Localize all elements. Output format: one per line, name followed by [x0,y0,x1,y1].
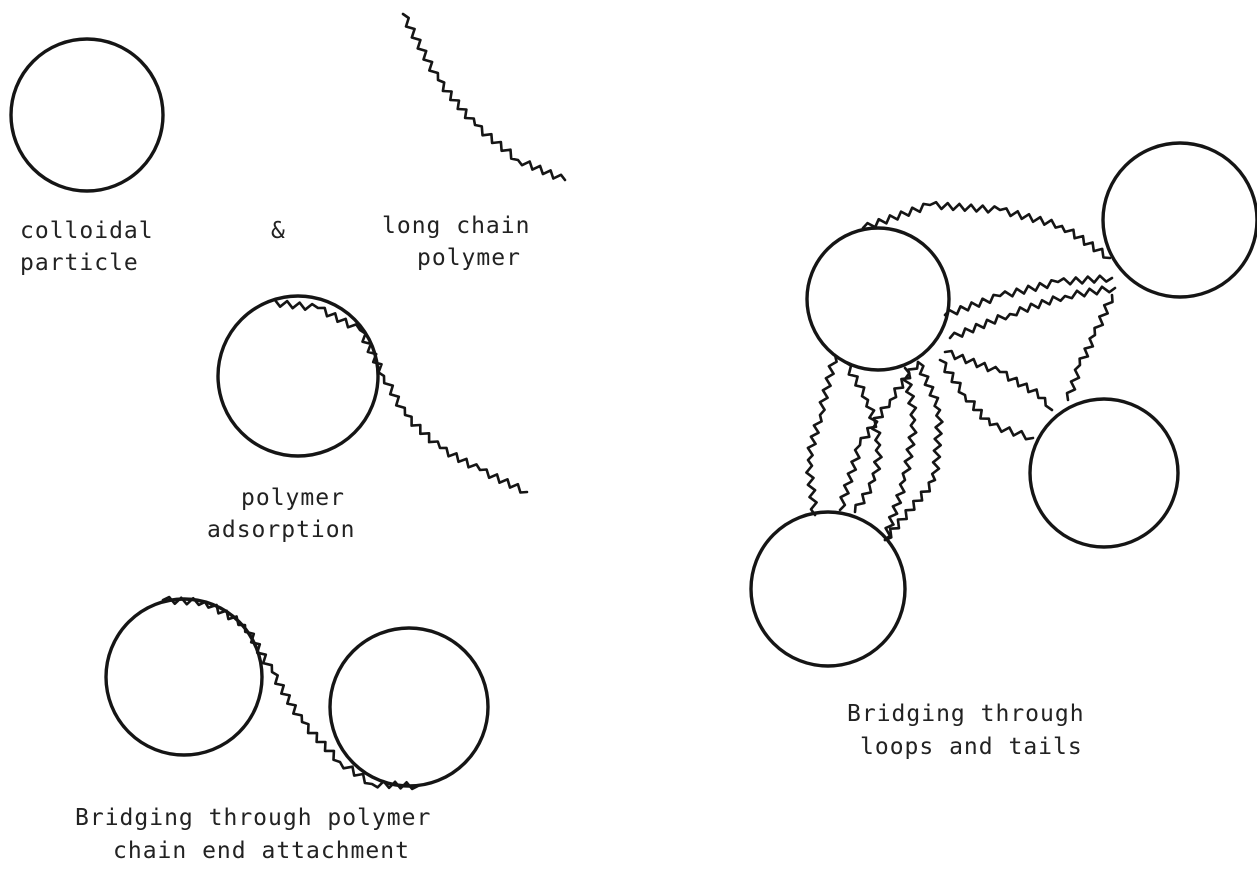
loop-chain-middle [943,349,1054,412]
polymer-label-line2: polymer [417,245,521,271]
bridged-particle-right [328,626,490,788]
loop-particle-top-left [805,226,951,372]
loop-chain-upper-b [948,285,1117,340]
end-bridge-label-line1: Bridging through polymer [75,805,431,831]
adsorption-label-line2: adsorption [207,517,355,543]
loop-bridge-label-line1: Bridging through [847,701,1085,727]
panel-loop-bridging: Bridging through loops and tails [749,141,1257,760]
adsorbing-particle [216,294,380,458]
panel-components: colloidal particle & long chain polymer [9,12,567,276]
loop-particle-middle-right [1028,397,1180,549]
loop-particle-bottom-left [749,510,907,668]
ampersand-label: & [271,218,286,244]
colloidal-label-line1: colloidal [20,218,154,244]
end-attached-bridge-chain [161,595,420,791]
loop-chain-center-c [883,366,918,542]
loop-chain-upper-a [943,274,1114,317]
loop-chain-left-outer [805,353,838,517]
loop-chain-center-a [838,360,920,512]
loop-bridge-label-line2: loops and tails [860,734,1083,760]
loop-chain-center-b [883,360,944,542]
panel-adsorption: polymer adsorption [207,294,529,543]
panel-end-bridging: Bridging through polymer chain end attac… [75,595,490,864]
loop-particle-top-right [1101,141,1257,299]
colloidal-label-line2: particle [20,250,139,276]
loop-chain-right-vertical [1065,293,1114,402]
loop-chain-cross [938,358,1035,441]
adsorbed-polymer [266,298,529,494]
loop-chain-left-inner [843,360,883,514]
polymer-label-line1: long chain [382,213,530,239]
loop-chain-top [861,200,1112,260]
adsorption-label-line1: polymer [241,485,345,511]
colloidal-particle [9,37,165,193]
end-bridge-label-line2: chain end attachment [113,838,410,864]
long-chain-polymer [401,12,567,182]
